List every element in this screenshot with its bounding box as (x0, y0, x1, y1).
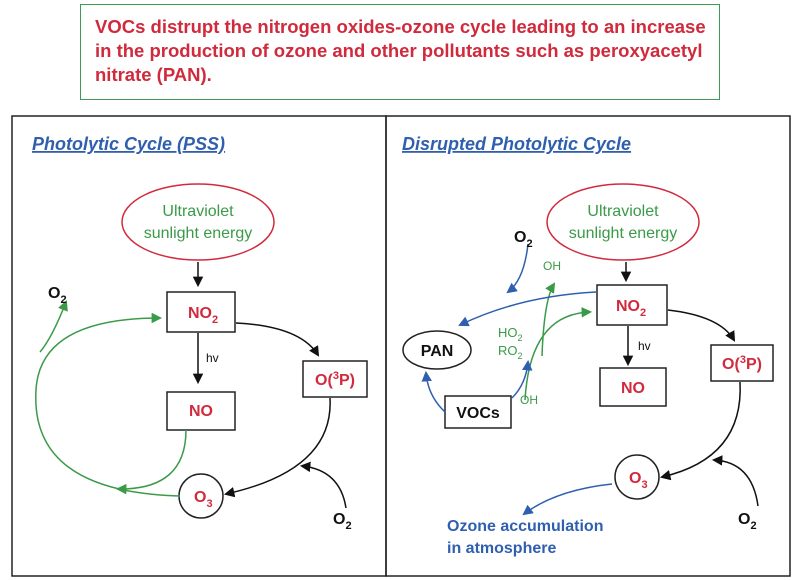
left-no2-label: NO2 (188, 305, 218, 326)
right-o3-circle (614, 454, 660, 500)
right-o3-label: O3 (629, 470, 648, 491)
left-o3p-label: O(3P) (315, 370, 355, 389)
right-o2-in-arrow (711, 455, 759, 507)
left-o2-in-arrow (299, 461, 347, 509)
accumulation-line1: Ozone accumulation (447, 518, 603, 535)
right-no2-label: NO2 (616, 298, 646, 319)
left-no-to-o3-arrow (115, 429, 187, 495)
right-uv-ellipse (546, 183, 700, 261)
left-o3p-to-o3-arrow (223, 397, 331, 498)
left-panel (11, 115, 387, 577)
header-box: VOCs distrupt the nitrogen oxides-ozone … (80, 4, 720, 100)
vocs-label: VOCs (456, 405, 500, 422)
left-o3-to-no2-loop (35, 312, 181, 497)
accumulation-line2: in atmosphere (447, 540, 556, 557)
right-panel-title: Disrupted Photolytic Cycle (402, 134, 631, 154)
ho2-label: HO2 (498, 325, 523, 343)
right-no2-box (596, 284, 668, 326)
left-uv-line1: Ultraviolet (162, 203, 234, 220)
right-o3p-to-o3-arrow (659, 381, 741, 481)
left-uv-ellipse (121, 183, 275, 261)
right-no-label: NO (621, 380, 645, 397)
left-o3p-box (302, 360, 368, 398)
no2-to-pan-arrow (458, 291, 597, 327)
vocs-to-pan-arrow (421, 370, 446, 413)
pan-ellipse (402, 330, 472, 370)
left-o2-bottom-label: O2 (333, 511, 352, 532)
oh-out-arrow (541, 282, 556, 357)
right-o2-bottom-label: O2 (738, 511, 757, 532)
oh-top-label: OH (543, 259, 561, 273)
left-uv-line2: sunlight energy (144, 225, 253, 242)
right-uv-line1: Ultraviolet (587, 203, 659, 220)
left-no2-box (166, 291, 236, 333)
right-o2-to-pan-arrow (506, 243, 529, 294)
left-no2-to-o3p-arrow (235, 322, 320, 357)
pan-label: PAN (421, 343, 454, 360)
right-o2-top-label: O2 (514, 229, 533, 250)
o3-to-accumulation-arrow (522, 483, 613, 516)
ro2-label: RO2 (498, 343, 523, 361)
left-panel-title: Photolytic Cycle (PSS) (32, 134, 225, 154)
right-o3p-box (710, 344, 774, 382)
left-no-label: NO (189, 403, 213, 420)
ro2-to-no2-arrow (524, 307, 593, 401)
right-panel (385, 115, 791, 577)
left-hv-label: hv (206, 351, 219, 365)
right-no2-to-o3p-arrow (667, 309, 736, 342)
right-o3p-label: O(3P) (722, 354, 762, 373)
right-hv-label: hv (638, 339, 651, 353)
oh-bottom-label: OH (520, 393, 538, 407)
right-uv-line2: sunlight energy (569, 225, 678, 242)
left-o3-label: O3 (194, 489, 213, 510)
left-o2-out-arrow (39, 300, 68, 353)
header-text: VOCs distrupt the nitrogen oxides-ozone … (95, 16, 706, 85)
vocs-to-ro2-arrow (511, 359, 533, 399)
right-no-box (599, 367, 667, 407)
left-no-box (166, 391, 236, 431)
left-o2-top-label: O2 (48, 285, 67, 306)
